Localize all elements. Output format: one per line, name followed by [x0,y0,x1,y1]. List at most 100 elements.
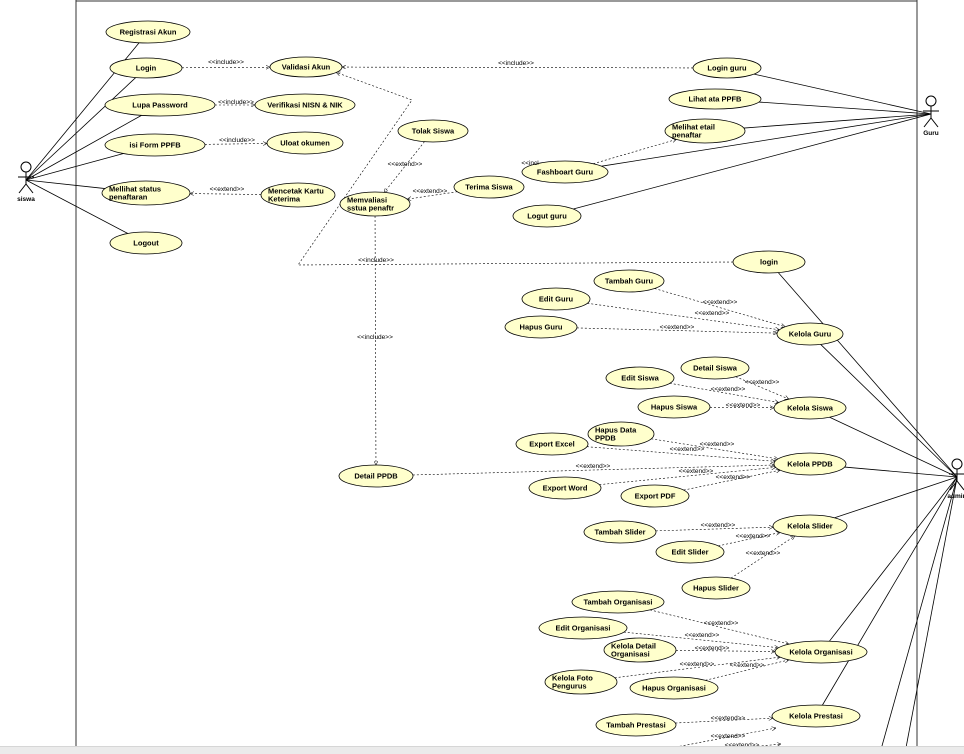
usecase-hapus-slider[interactable]: Hapus Slider [682,577,750,599]
usecase-label: Edit Organisasi [555,624,610,633]
usecase-label: Hapus Organisasi [642,684,706,693]
usecase-detail-ppdb[interactable]: Detail PPDB [339,465,413,487]
relation-label-r23: <<extend>> [736,533,771,540]
usecase-label: Tambah Slider [594,528,645,537]
relation-label-r30: <<extend>> [711,715,746,722]
usecase-label: Kelola Organisasi [789,648,852,657]
relation-label-r21: <<extend>> [716,474,751,481]
relation-label-r12: <<extend>> [695,310,730,317]
usecase-label: Kelola Prestasi [789,712,843,721]
relation-label-r25: <<extend>> [704,620,739,627]
actor-label: Guru [923,130,939,137]
usecase-tambah-guru[interactable]: Tambah Guru [594,270,664,292]
usecase-label: Hapus Siswa [651,403,698,412]
usecase-export-excel[interactable]: Export Excel [516,433,588,455]
usecase-label: Validasi Akun [282,63,331,72]
relation-label-r18: <<extend>> [670,446,705,453]
usecase-isi-form[interactable]: isi Form PPFB [105,134,205,156]
usecase-label: Edit Slider [671,548,708,557]
usecase-label: Kelola Guru [789,330,832,339]
relation-label-r17: <<extend>> [700,441,735,448]
usecase-tambah-slider[interactable]: Tambah Slider [584,521,656,543]
usecase-label: Logout [133,239,159,248]
usecase-label: Lihat ata PPFB [689,95,743,104]
relation-label-r11: <<extend>> [703,299,738,306]
usecase-validasi-akun[interactable]: Validasi Akun [270,57,342,77]
usecase-label: Terima Siswa [465,183,513,192]
relation-label-r27: <<extend>> [695,645,730,652]
usecase-label: Tambah Guru [605,277,654,286]
usecase-detail-siswa[interactable]: Detail Siswa [681,357,749,379]
usecase-label: Export Excel [529,440,574,449]
relation-label-r22: <<extend>> [701,522,736,529]
relation-label-r5: <<extend>> [210,186,245,193]
usecase-lupa-password[interactable]: Lupa Password [105,94,215,116]
actor-label: admin [947,493,964,500]
usecase-label: Verifikasi NISN & NIK [267,101,343,110]
usecase-label: Tambah Prestasi [606,721,665,730]
usecase-edit-slider[interactable]: Edit Slider [656,541,724,563]
relation-label-r8: <<incl [521,160,539,167]
usecase-tambah-prestasi[interactable]: Tambah Prestasi [596,714,676,736]
usecase-registrasi[interactable]: Registrasi Akun [106,21,190,43]
usecase-label: Uloat okumen [280,139,330,148]
relation-label-r15: <<extend>> [711,386,746,393]
usecase-login-admin[interactable]: login [733,251,805,273]
usecase-kelola-slider[interactable]: Kelola Slider [773,515,847,537]
usecase-lihat-ppfb[interactable]: Lihat ata PPFB [669,89,761,109]
usecase-export-word[interactable]: Export Word [529,477,601,499]
usecase-label: Export Word [543,484,588,493]
relation-label-r9: <<include>> [358,257,394,264]
relation-label-r2: <<include>> [218,99,254,106]
usecase-kelola-organisasi[interactable]: Kelola Organisasi [775,641,867,663]
usecase-label: Hapus Guru [520,323,563,332]
usecase-kelola-ppdb[interactable]: Kelola PPDB [774,453,846,475]
usecase-label: Edit Guru [539,295,574,304]
relation-label-r31: <<extend>> [711,733,746,740]
usecase-hapus-siswa[interactable]: Hapus Siswa [638,396,710,418]
usecase-label: Lupa Password [132,101,188,110]
usecase-tambah-organisasi[interactable]: Tambah Organisasi [572,591,664,613]
actor-label: siswa [17,196,35,203]
usecase-tolak-siswa[interactable]: Tolak Siswa [398,120,468,142]
relation-label-r4: <<include>> [498,60,534,67]
relation-label-r20: <<extend>> [679,468,714,475]
usecase-logout-guru[interactable]: Logut guru [513,205,581,227]
usecase-hapus-organisasi[interactable]: Hapus Organisasi [630,677,718,699]
usecase-logout-siswa[interactable]: Logout [110,232,182,254]
usecase-edit-siswa[interactable]: Edit Siswa [606,367,674,389]
relation-label-r24: <<extend>> [746,550,781,557]
usecase-label: login [760,258,778,267]
usecase-label: Edit Siswa [621,374,659,383]
usecase-kelola-siswa[interactable]: Kelola Siswa [774,397,846,419]
usecase-label: Login [136,64,157,73]
usecase-kelola-guru[interactable]: Kelola Guru [777,323,843,345]
relation-label-r29: <<extend>> [730,662,765,669]
usecase-edit-organisasi[interactable]: Edit Organisasi [539,617,627,639]
usecase-export-pdf[interactable]: Export PDF [621,485,689,507]
usecase-kelola-prestasi[interactable]: Kelola Prestasi [772,705,860,727]
usecase-label: Kelola Slider [787,522,833,531]
relation-label-r26: <<extend>> [685,632,720,639]
usecase-hapus-guru[interactable]: Hapus Guru [505,316,577,338]
usecase-label: isi Form PPFB [129,141,181,150]
relation-label-r13: <<extend>> [660,324,695,331]
usecase-edit-guru[interactable]: Edit Guru [522,288,590,310]
relation-label-r16: <<extend>> [726,402,761,409]
relation-label-r14: <<extend>> [745,379,780,386]
usecase-terima-siswa[interactable]: Terima Siswa [454,176,524,198]
usecase-label: Hapus Slider [693,584,739,593]
usecase-label: Tambah Organisasi [583,598,652,607]
usecase-upload-dokumen[interactable]: Uloat okumen [267,132,343,154]
usecase-login-siswa[interactable]: Login [110,58,182,78]
usecase-login-guru[interactable]: Login guru [693,58,761,78]
usecase-verifikasi[interactable]: Verifikasi NISN & NIK [255,94,355,116]
